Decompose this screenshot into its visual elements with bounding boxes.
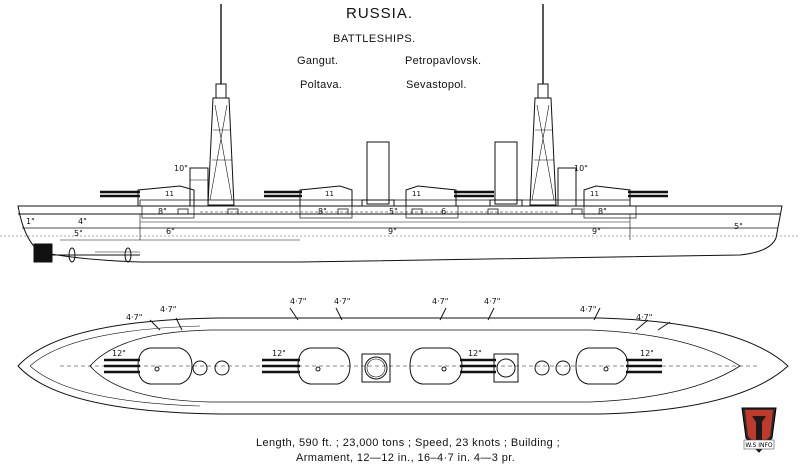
label-secondary-6: 4·7" xyxy=(484,297,501,306)
label-secondary-4: 4·7" xyxy=(334,297,351,306)
ship-name-gangut: Gangut. xyxy=(297,55,339,67)
label-turret-mark-4: 11 xyxy=(590,190,599,198)
fore-funnel xyxy=(366,141,390,205)
plan-hull-outer xyxy=(17,317,789,415)
aft-funnel xyxy=(494,141,518,205)
rudder xyxy=(33,243,53,263)
label-secondary-8: 4·7" xyxy=(636,313,653,322)
turret-1-profile xyxy=(100,185,195,219)
plan-view xyxy=(17,307,789,415)
label-casemate-4: 8" xyxy=(598,207,607,216)
turret-2-profile xyxy=(264,185,353,219)
plan-turret-1 xyxy=(104,347,193,385)
aft-mast xyxy=(529,4,557,206)
label-turret-mark-1: 11 xyxy=(165,190,174,198)
label-fore-turret-armor: 10" xyxy=(174,164,188,173)
label-secondary-2: 4·7" xyxy=(160,305,177,314)
plan-turret-2 xyxy=(262,347,351,385)
turret-3-profile xyxy=(405,185,494,219)
label-casemate-2: 8" xyxy=(318,207,327,216)
label-main-2: 12" xyxy=(272,349,286,358)
plan-turret-4 xyxy=(575,347,662,385)
ship-name-sevastopol: Sevastopol. xyxy=(406,79,467,91)
label-secondary-5: 4·7" xyxy=(432,297,449,306)
plan-secondary-guns xyxy=(149,307,671,331)
label-aft-turret-armor: 10" xyxy=(574,164,588,173)
label-stern-armor: 5" xyxy=(734,222,743,231)
label-bow-belt-lower: 5" xyxy=(74,229,83,238)
plan-funnel-aft xyxy=(493,353,519,383)
label-secondary-3: 4·7" xyxy=(290,297,307,306)
plan-funnel-fore xyxy=(361,353,391,383)
ship-name-petropavlovsk: Petropavlovsk. xyxy=(405,55,482,67)
ship-name-poltava: Poltava. xyxy=(300,79,343,91)
logo-text: W.S INFO xyxy=(745,442,773,449)
ship-type-heading: BATTLESHIPS. xyxy=(333,33,416,45)
ws-info-logo: W.S INFO xyxy=(741,407,777,453)
country-heading: RUSSIA. xyxy=(346,5,414,22)
label-bow-belt-upper: 4" xyxy=(78,217,87,226)
label-belt-main-1: 9" xyxy=(388,227,397,236)
label-turret-mark-2: 11 xyxy=(325,190,334,198)
label-main-4: 12" xyxy=(640,349,654,358)
label-secondary-1: 4·7" xyxy=(126,313,143,322)
caption-specs: Length, 590 ft. ; 23,000 tons ; Speed, 2… xyxy=(256,437,561,449)
label-secondary-7: 4·7" xyxy=(580,305,597,314)
caption-armament: Armament, 12—12 in., 16–4·7 in. 4—3 pr. xyxy=(296,452,516,464)
label-turret-mark-3: 11 xyxy=(412,190,421,198)
label-bow-armor: 1" xyxy=(26,217,35,226)
label-citadel-center: 5" xyxy=(389,207,398,216)
label-main-1: 12" xyxy=(112,349,126,358)
label-main-3: 12" xyxy=(468,349,482,358)
turret-4-profile xyxy=(583,185,668,219)
label-citadel-center-2: 6 xyxy=(441,207,447,216)
plan-turret-3 xyxy=(409,347,496,385)
profile-hull xyxy=(17,205,783,263)
label-belt-fore: 6" xyxy=(166,227,175,236)
fore-mast xyxy=(207,4,235,206)
profile-view xyxy=(0,4,800,263)
label-belt-main-2: 9" xyxy=(592,227,601,236)
label-casemate-1: 8" xyxy=(158,207,167,216)
